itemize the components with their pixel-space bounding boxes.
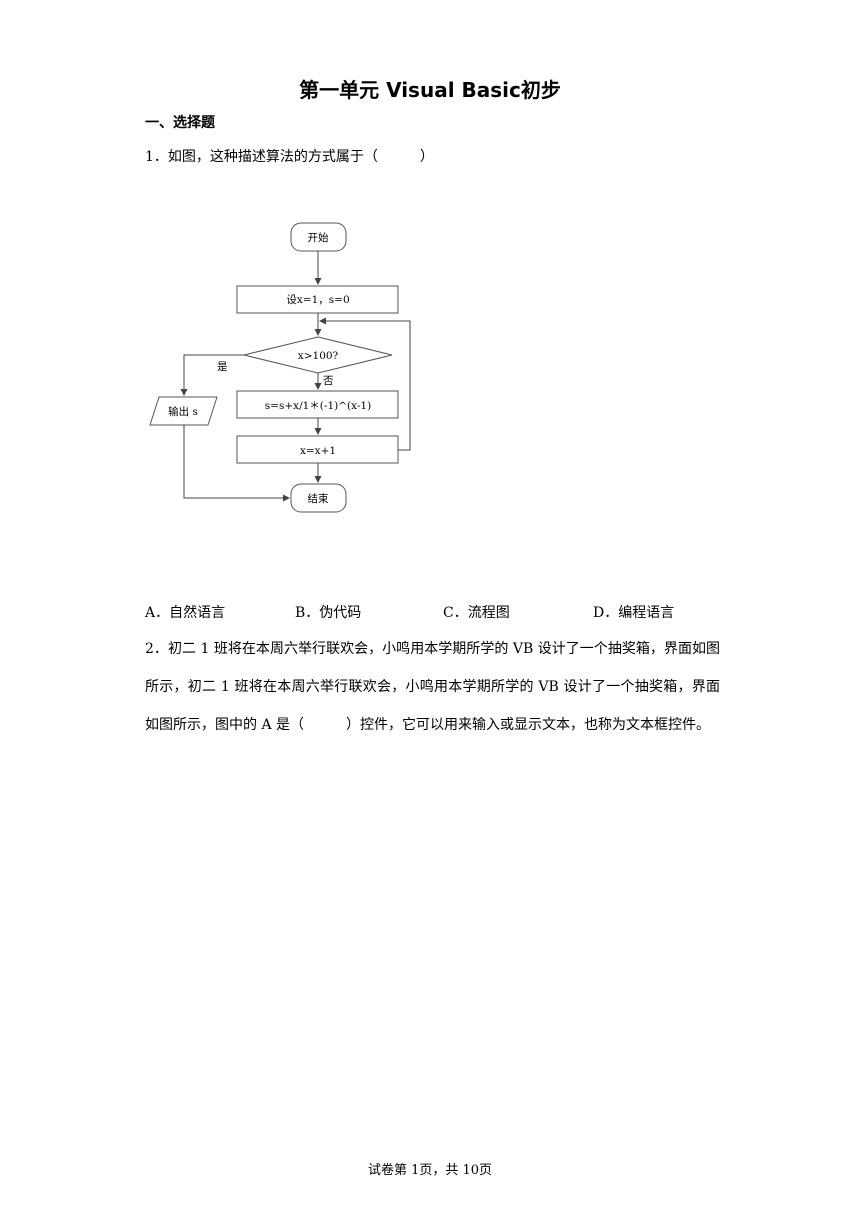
option-a[interactable]: A．自然语言 bbox=[145, 605, 226, 621]
flow-update-x-label: x=x+1 bbox=[300, 445, 336, 457]
question-1-text: 1．如图，这种描述算法的方式属于（ ） bbox=[145, 149, 434, 165]
flow-yes-label: 是 bbox=[217, 361, 228, 373]
option-d[interactable]: D．编程语言 bbox=[593, 605, 675, 621]
flow-output-box bbox=[149, 396, 218, 426]
flow-condition-label: x>100? bbox=[298, 350, 339, 362]
page-footer: 试卷第 1页，共 10页 bbox=[367, 1163, 493, 1178]
flow-init-label: 设x=1，s=0 bbox=[286, 294, 349, 306]
page-title: 第一单元 Visual Basic初步 bbox=[299, 78, 561, 102]
question-2-text: 2．初二 1 班将在本周六举行联欢会，小鸣用本学期所学的 VB 设计了一个抽奖箱… bbox=[145, 641, 720, 733]
option-c[interactable]: C．流程图 bbox=[443, 605, 510, 621]
option-b[interactable]: B．伪代码 bbox=[295, 605, 362, 621]
flow-no-label: 否 bbox=[323, 375, 334, 387]
flowchart: 开始 设x=1，s=0 x>100? 是 否 输出 s s=s+x/1＊(-1)… bbox=[149, 222, 411, 513]
flow-end-node bbox=[290, 483, 347, 513]
flow-update-s-label: s=s+x/1＊(-1)^(x-1) bbox=[265, 400, 371, 412]
flow-start-label: 开始 bbox=[308, 231, 329, 244]
flow-output-label: 输出 s bbox=[168, 405, 198, 418]
flow-end-label: 结束 bbox=[308, 492, 329, 505]
question-1-options: A．自然语言 B．伪代码 C．流程图 D．编程语言 bbox=[145, 602, 745, 624]
section-heading: 一、选择题 bbox=[145, 115, 215, 131]
